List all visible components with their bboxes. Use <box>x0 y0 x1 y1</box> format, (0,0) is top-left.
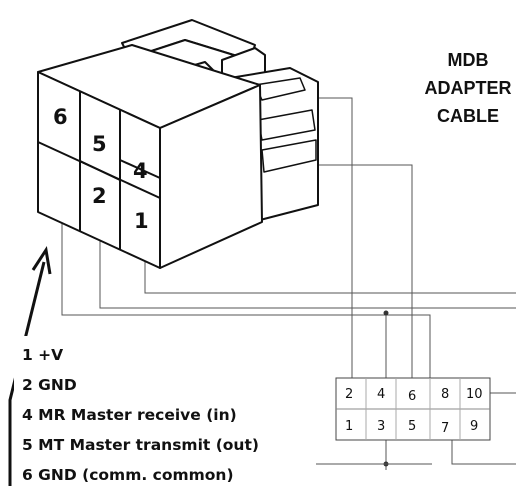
legend-item: 4 MR Master receive (in) <box>22 406 237 424</box>
header-pin-5: 5 <box>408 419 416 434</box>
header-connector: 2 4 6 8 10 1 3 5 7 9 <box>335 377 491 441</box>
pin-2-label: 2 <box>92 184 107 208</box>
pin-6-label: 6 <box>53 105 68 129</box>
legend-item: 6 GND (comm. common) <box>22 466 234 484</box>
header-pin-7: 7 <box>441 421 449 436</box>
header-pin-2: 2 <box>345 387 353 402</box>
header-pin-4: 4 <box>377 387 385 402</box>
title-line-1: MDB <box>448 50 489 70</box>
header-pin-1: 1 <box>345 419 353 434</box>
legend-item: 2 GND <box>22 376 77 394</box>
header-pin-10: 10 <box>466 387 483 402</box>
title-line-3: CABLE <box>437 106 499 126</box>
pointer-arrow <box>8 245 52 486</box>
header-pin-9: 9 <box>470 419 478 434</box>
title-line-2: ADAPTER <box>424 78 511 98</box>
legend-item: 1 +V <box>22 346 63 364</box>
pin-4-label: 4 <box>133 159 148 183</box>
wire-pin-7 <box>451 440 516 465</box>
header-pin-6: 6 <box>408 389 416 404</box>
pin-legend: 1 +V 2 GND 4 MR Master receive (in) 5 MT… <box>14 336 314 486</box>
junction-dot <box>383 310 389 316</box>
legend-item: 5 MT Master transmit (out) <box>22 436 259 454</box>
pin-1-label: 1 <box>134 209 149 233</box>
pin-5-label: 5 <box>92 132 107 156</box>
connector-housing: 6 5 4 2 1 <box>37 19 319 269</box>
header-pin-8: 8 <box>441 387 449 402</box>
diagram-title: MDB ADAPTER CABLE <box>424 50 511 126</box>
header-pin-3: 3 <box>377 419 385 434</box>
